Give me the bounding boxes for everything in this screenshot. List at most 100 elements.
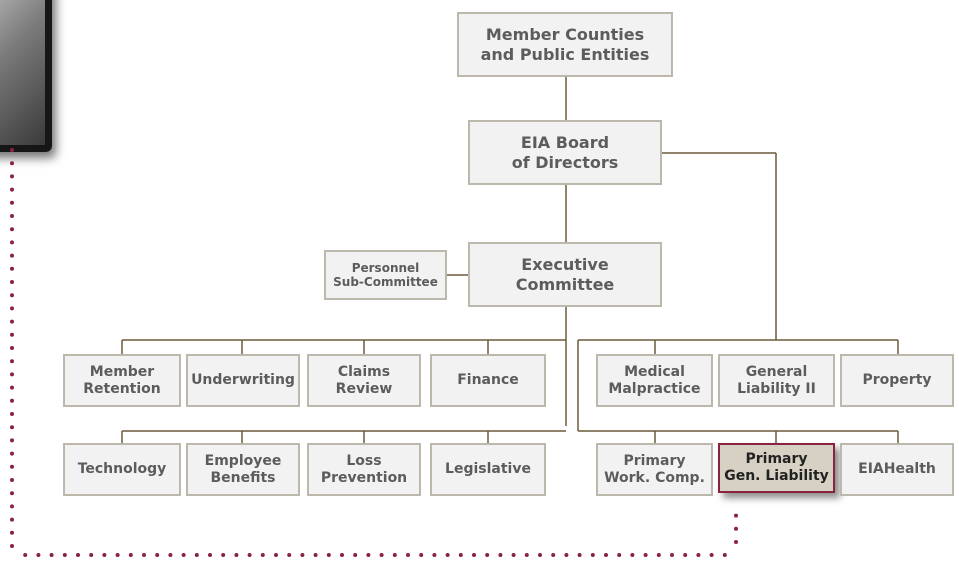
trail-dot (366, 553, 371, 557)
trail-dot (734, 513, 738, 518)
node-eiahealth[interactable]: EIAHealth (840, 443, 954, 496)
trail-dot (432, 553, 437, 557)
trail-dot (234, 553, 239, 557)
trail-dot (10, 200, 14, 205)
trail-dot (155, 553, 160, 557)
trail-dot (10, 227, 14, 232)
trail-dot (511, 553, 516, 557)
trail-dot (10, 372, 14, 377)
trail-dot (10, 412, 14, 416)
trail-dot (10, 161, 14, 166)
trail-dot (10, 517, 14, 522)
node-employee-benefits[interactable]: Employee Benefits (186, 443, 300, 496)
trail-dot (709, 553, 714, 557)
trail-dot (10, 544, 14, 548)
node-medical-malpractice[interactable]: Medical Malpractice (596, 354, 713, 407)
trail-dot (670, 553, 674, 557)
node-claims-review[interactable]: Claims Review (307, 354, 421, 407)
node-legislative[interactable]: Legislative (430, 443, 546, 496)
node-board-of-directors[interactable]: EIA Board of Directors (468, 120, 662, 185)
trail-dot (128, 553, 133, 557)
trail-dot (62, 553, 67, 557)
trail-dot (10, 385, 14, 390)
trail-dot (247, 553, 252, 557)
trail-dot (734, 526, 738, 531)
node-underwriting[interactable]: Underwriting (186, 354, 300, 407)
trail-dot (10, 253, 14, 258)
node-loss-prevention[interactable]: Loss Prevention (307, 443, 421, 496)
dotted-trail (10, 148, 738, 557)
trail-dot (656, 553, 661, 557)
trail-dot (340, 553, 344, 557)
trail-dot (10, 240, 14, 245)
trail-dot (10, 425, 14, 430)
trail-dot (115, 553, 120, 557)
trail-dot (89, 553, 94, 557)
trail-dot (551, 553, 556, 557)
trail-dot (10, 174, 14, 179)
trail-dot (10, 187, 14, 192)
trail-dot (10, 266, 14, 271)
node-technology[interactable]: Technology (63, 443, 181, 496)
trail-dot (10, 306, 14, 311)
trail-dot (10, 359, 14, 364)
trail-dot (392, 553, 397, 557)
node-general-liability-ii[interactable]: General Liability II (718, 354, 835, 407)
trail-dot (194, 553, 199, 557)
trail-dot (208, 553, 212, 557)
trail-dot (10, 319, 14, 324)
trail-dot (49, 553, 54, 557)
trail-dot (287, 553, 292, 557)
trail-dot (617, 553, 622, 557)
trail-dot (538, 553, 542, 557)
node-personnel-subcommittee[interactable]: Personnel Sub-Committee (324, 250, 447, 300)
trail-dot (590, 553, 595, 557)
trail-dot (181, 553, 186, 557)
trail-dot (168, 553, 173, 557)
trail-dot (524, 553, 529, 557)
trail-dot (300, 553, 305, 557)
node-executive-committee[interactable]: Executive Committee (468, 242, 662, 307)
node-finance[interactable]: Finance (430, 354, 546, 407)
trail-dot (630, 553, 635, 557)
trail-dot (76, 553, 80, 557)
trail-dot (643, 553, 648, 557)
trail-dot (722, 553, 727, 557)
trail-dot (564, 553, 569, 557)
trail-dot (577, 553, 582, 557)
trail-dot (10, 346, 14, 350)
trail-dot (406, 553, 410, 557)
trail-dot (260, 553, 265, 557)
trail-dot (604, 553, 608, 557)
trail-dot (10, 478, 14, 482)
trail-dot (419, 553, 424, 557)
trail-dot (696, 553, 701, 557)
trail-dot (10, 504, 14, 509)
trail-dot (10, 293, 14, 298)
node-primary-gen-liability[interactable]: Primary Gen. Liability (718, 443, 835, 493)
trail-dot (10, 438, 14, 443)
node-member-retention[interactable]: Member Retention (63, 354, 181, 407)
trail-dot (23, 553, 28, 557)
trail-dot (326, 553, 331, 557)
trail-dot (10, 451, 14, 456)
trail-dot (472, 553, 476, 557)
trail-dot (379, 553, 384, 557)
photo-thumbnail (0, 0, 52, 152)
trail-dot (498, 553, 503, 557)
trail-dot (353, 553, 358, 557)
trail-dot (10, 280, 14, 284)
trail-dot (313, 553, 318, 557)
trail-dot (10, 530, 14, 535)
trail-dot (36, 553, 41, 557)
trail-dot (10, 214, 14, 218)
trail-dot (10, 332, 14, 337)
node-property[interactable]: Property (840, 354, 954, 407)
node-primary-work-comp[interactable]: Primary Work. Comp. (596, 443, 713, 496)
trail-dot (445, 553, 450, 557)
trail-dot (142, 553, 146, 557)
trail-dot (274, 553, 278, 557)
node-member-counties[interactable]: Member Counties and Public Entities (457, 12, 673, 77)
trail-dot (10, 398, 14, 403)
